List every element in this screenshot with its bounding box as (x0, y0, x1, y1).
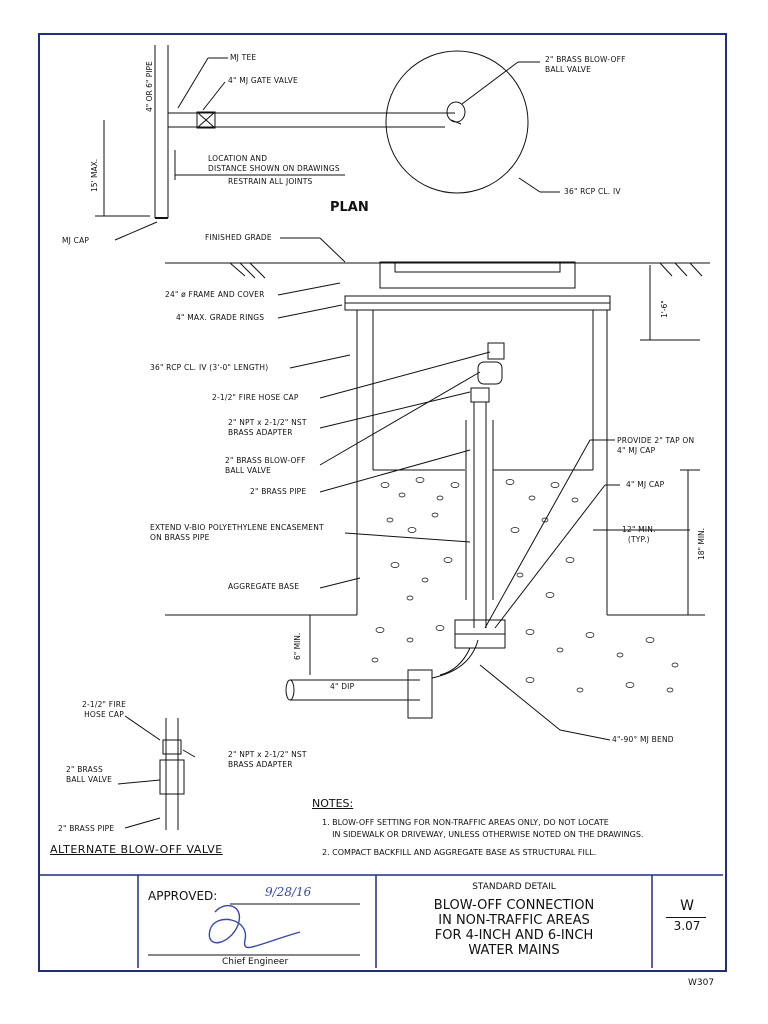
approved-label: APPROVED: (148, 889, 218, 903)
plan-title: PLAN (330, 200, 369, 215)
label-adapter: 2" NPT x 2-1/2" NST BRASS ADAPTER (228, 418, 307, 437)
note-2: 2. COMPACT BACKFILL AND AGGREGATE BASE A… (322, 848, 597, 857)
label-aggregate: AGGREGATE BASE (228, 582, 300, 591)
detail-code-number: 3.07 (673, 919, 701, 933)
label-blowoff-valve: 2" BRASS BLOW-OFF BALL VALVE (225, 456, 306, 475)
sheet-number: W307 (688, 978, 715, 988)
detail-title: BLOW-OFF CONNECTION IN NON-TRAFFIC AREAS… (433, 898, 595, 958)
approval-date: 9/28/16 (265, 885, 312, 899)
label-alt-ball-valve: 2" BRASS BALL VALVE (66, 765, 113, 784)
label-mj-cap-4: 4" MJ CAP (626, 480, 665, 489)
note-1: 1. BLOW-OFF SETTING FOR NON-TRAFFIC AREA… (322, 818, 644, 839)
label-alt-pipe: 2" BRASS PIPE (58, 824, 115, 833)
chief-engineer-label: Chief Engineer (222, 957, 289, 967)
label-ball-valve-plan: 2" BRASS BLOW-OFF BALL VALVE (545, 55, 626, 74)
label-grade-rings: 4" MAX. GRADE RINGS (176, 313, 265, 322)
label-location: LOCATION AND DISTANCE SHOWN ON DRAWINGS (208, 154, 340, 173)
label-encasement: EXTEND V-BIO POLYETHYLENE ENCASEMENT ON … (150, 523, 324, 542)
label-6-min: 6" MIN. (293, 632, 302, 660)
drawing-frame (38, 33, 727, 972)
label-rcp-plan: 36" RCP CL. IV (564, 187, 621, 196)
signature (208, 904, 301, 949)
label-alt-fire-hose: 2-1/2" FIRE HOSE CAP (82, 700, 127, 719)
label-pipe-size: 4" OR 6" PIPE (145, 61, 154, 112)
label-18-min: 18" MIN. (697, 527, 706, 560)
label-fire-hose-cap: 2-1/2" FIRE HOSE CAP (212, 393, 299, 402)
label-mj-cap: MJ CAP (62, 236, 90, 245)
label-gate-valve: 4" MJ GATE VALVE (228, 76, 298, 85)
alternate-title: ALTERNATE BLOW-OFF VALVE (50, 843, 223, 856)
label-brass-pipe: 2" BRASS PIPE (250, 487, 307, 496)
label-restrain: RESTRAIN ALL JOINTS (228, 177, 313, 186)
code-divider (666, 917, 706, 918)
label-frame-cover: 24" ø FRAME AND COVER (165, 290, 265, 299)
label-15-max: 15' MAX. (90, 158, 99, 192)
label-1-6: 1'-6" (660, 300, 669, 318)
detail-code-letter: W (680, 898, 694, 914)
notes-heading: NOTES: (312, 797, 354, 810)
label-rcp-length: 36" RCP CL. IV (3'-0" LENGTH) (150, 363, 269, 372)
label-finished-grade: FINISHED GRADE (205, 233, 272, 242)
label-mj-tee: MJ TEE (230, 53, 257, 62)
standard-detail-label: STANDARD DETAIL (472, 882, 556, 892)
label-12-min: 12" MIN. (TYP.) (622, 525, 656, 544)
label-provide-tap: PROVIDE 2" TAP ON 4" MJ CAP (617, 436, 695, 455)
label-90-bend: 4"-90° MJ BEND (612, 735, 674, 744)
label-alt-adapter: 2" NPT x 2-1/2" NST BRASS ADAPTER (228, 750, 307, 769)
label-dip: 4" DIP (330, 682, 355, 691)
